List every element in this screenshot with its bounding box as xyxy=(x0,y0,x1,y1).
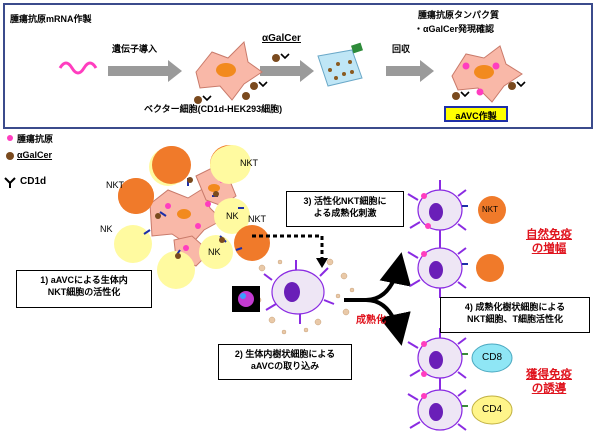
protein-label-line2: ・αGalCer発現確認 xyxy=(414,24,495,34)
step3-line1: 3) 活性化NKT細胞に xyxy=(303,196,387,206)
nk-label-mid: NK xyxy=(226,211,239,221)
culture-arrow xyxy=(260,60,314,82)
step4-line2: NKT細胞、T細胞活性化 xyxy=(467,314,563,324)
mature-dc-nkt-2 xyxy=(407,238,504,298)
aavc-cell-icon xyxy=(451,45,526,103)
nk-yellow-top-circle xyxy=(210,146,248,184)
step2-line2: aAVCの取り込み xyxy=(250,361,320,371)
nkt-label-top: NKT xyxy=(240,158,258,168)
step2-line1: 2) 生体内樹状細胞による xyxy=(234,349,336,359)
mature-dc-cd8 xyxy=(407,328,513,388)
nkt-orange-top-circle xyxy=(152,146,190,184)
protein-label-line1: 腫瘍抗原タンパク質 xyxy=(418,10,500,20)
mrna-label: 腫瘍抗原mRNA作製 xyxy=(10,14,92,24)
galcer-free-icon xyxy=(272,53,290,62)
mrna-icon xyxy=(58,61,98,75)
legend-cd1d-label: CD1d xyxy=(20,176,47,187)
legend-galcer-dot xyxy=(6,152,14,160)
legend-cd1d-icon xyxy=(4,177,16,188)
step4-box: 4) 成熟化樹状細胞による NKT細胞、T細胞活性化 xyxy=(440,297,590,333)
legend-antigen-dot xyxy=(7,135,13,141)
nkt-orange-right xyxy=(234,225,270,261)
nk-cell-yellow-bottom xyxy=(199,235,233,269)
nkt-label-mid: NKT xyxy=(248,214,266,224)
maturation-label: 成熟化 xyxy=(356,315,386,326)
aavc-badge: aAVC作製 xyxy=(444,106,508,122)
step3-box: 3) 活性化NKT細胞に よる成熟化刺激 xyxy=(286,191,404,227)
collect-label: 回収 xyxy=(392,44,411,54)
nk-yellow-left-a xyxy=(114,225,152,263)
nk-label-left: NK xyxy=(100,224,113,234)
mature-dc-cd4 xyxy=(407,380,513,431)
nkt-cell-orange-left xyxy=(118,178,154,214)
dendritic-cell-center xyxy=(263,260,335,324)
microscopy-image xyxy=(232,286,260,312)
innate-immunity-label: 自然免疫 の増幅 xyxy=(526,228,572,256)
acquired-immunity-label: 獲得免疫 の誘導 xyxy=(526,368,572,396)
mature-dc-nkt xyxy=(407,180,506,240)
step1-line1: 1) aAVCによる生体内 xyxy=(40,275,128,285)
cd8-label: CD8 xyxy=(482,352,503,363)
galcer-marks-vector xyxy=(194,81,268,104)
legend-antigen-label: 腫瘍抗原 xyxy=(17,134,54,144)
step4-line1: 4) 成熟化樹状細胞による xyxy=(464,302,566,312)
nkt-label-left: NKT xyxy=(106,180,124,190)
nkt-label-right: NKT xyxy=(482,205,498,214)
collect-arrow xyxy=(386,60,434,82)
branch-arrow xyxy=(365,252,411,302)
vector-cell-icon xyxy=(195,40,263,101)
acquired-line2: の誘導 xyxy=(531,383,567,395)
innate-line2: の増幅 xyxy=(531,243,567,255)
maturation-stimulus-arrow xyxy=(252,234,324,262)
nk-label-bottom: NK xyxy=(208,247,221,257)
step2-box: 2) 生体内樹状細胞による aAVCの取り込み xyxy=(218,344,352,380)
vector-cell-label: ベクター細胞(CD1d-HEK293細胞) xyxy=(144,104,283,114)
nk-yellow-left-b xyxy=(157,251,195,289)
step1-line2: NKT細胞の活性化 xyxy=(47,287,121,297)
galcer-marks-cluster xyxy=(155,177,225,259)
culture-flask-icon xyxy=(317,42,363,87)
legend-galcer-label: αGalCer xyxy=(17,150,53,160)
innate-line1: 自然免疫 xyxy=(526,229,572,241)
transfer-arrow xyxy=(108,60,182,82)
galcer-label: αGalCer xyxy=(262,33,301,44)
transfer-label: 遺伝子導入 xyxy=(112,44,158,54)
step1-box: 1) aAVCによる生体内 NKT細胞の活性化 xyxy=(16,270,152,308)
step3-line2: よる成熟化刺激 xyxy=(313,208,377,218)
cd4-label: CD4 xyxy=(482,404,503,415)
acquired-line1: 獲得免疫 xyxy=(526,369,572,381)
